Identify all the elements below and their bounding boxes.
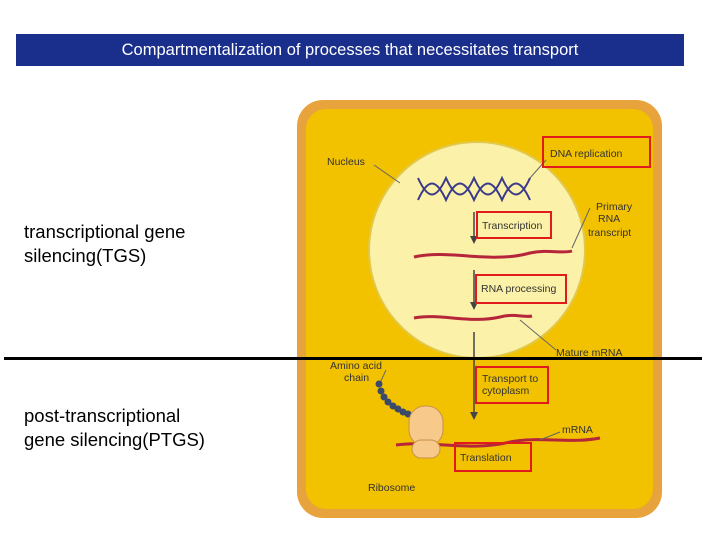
label-transport-1: Transport to [482,373,538,385]
primary-rna-strand [413,249,573,259]
ribosome-icon [408,405,444,459]
highlight-rna-processing [475,274,567,304]
label-primary-rna-1: Primary [596,201,633,213]
nucleus [368,141,586,359]
label-nucleus: Nucleus [327,156,365,168]
label-transcription: Transcription [482,220,542,232]
tgs-text: transcriptional gene silencing(TGS) [24,220,185,268]
ptgs-line-2: gene silencing(PTGS) [24,429,205,450]
ptgs-text: post-transcriptional gene silencing(PTGS… [24,404,205,452]
tgs-line-2: silencing(TGS) [24,245,147,266]
arrow-head-icon [470,412,478,420]
highlight-transport [475,366,549,404]
highlight-transcription [476,211,552,239]
ptgs-line-1: post-transcriptional [24,405,181,426]
label-mature-mrna: Mature mRNA [556,347,623,359]
label-amino-acid-2: chain [344,372,369,384]
highlight-translation [454,442,532,472]
highlight-dna-replication [542,136,651,168]
label-dna-replication: DNA replication [550,148,623,160]
label-translation: Translation [460,452,512,464]
slide-title: Compartmentalization of processes that n… [16,34,684,66]
label-amino-acid-1: Amino acid [330,360,382,372]
label-primary-rna-3: transcript [588,227,631,239]
highlight-boxes [454,136,651,472]
label-rna-processing: RNA processing [481,283,556,295]
dna-helix-icon [417,175,531,203]
pointer-lines [373,159,591,441]
tgs-line-1: transcriptional gene [24,221,186,242]
label-transport-2: cytoplasm [482,385,530,397]
label-ribosome: Ribosome [368,482,415,494]
section-divider [4,357,702,360]
label-mrna: mRNA [562,424,593,436]
mature-rna-strand [413,313,533,321]
label-primary-rna-2: RNA [598,213,620,225]
amino-acid-chain [375,380,412,418]
